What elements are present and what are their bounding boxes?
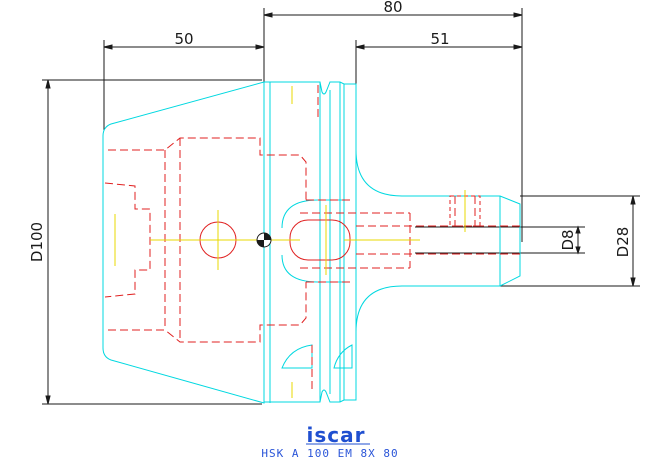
iscar-logo: iscar — [307, 423, 366, 447]
dim-extension-length: 51 — [430, 30, 449, 48]
dim-gauge-length: 50 — [174, 30, 193, 48]
visible-outline — [102, 81, 521, 404]
dim-overall-length: 80 — [383, 0, 402, 16]
dim-nose-diameter: D28 — [614, 227, 632, 258]
part-caption: HSK A 100 EM 8X 80 — [261, 447, 398, 460]
centerlines — [114, 86, 466, 398]
dim-body-diameter: D100 — [28, 222, 46, 262]
dimension-lines — [42, 8, 640, 405]
dim-bore-diameter: D8 — [559, 229, 577, 250]
hidden-lines — [104, 85, 522, 390]
gauge-point-marker — [256, 232, 272, 248]
